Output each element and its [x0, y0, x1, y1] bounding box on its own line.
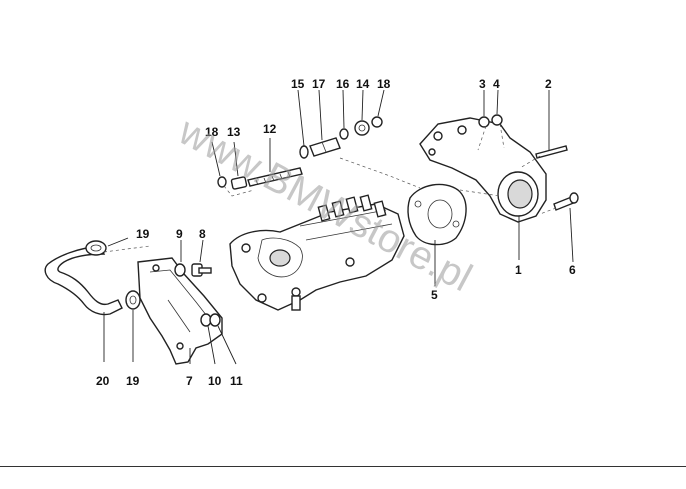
washer-part-3 — [478, 116, 490, 128]
bracket-part-7 — [137, 257, 223, 365]
callout-15: 15 — [291, 77, 305, 91]
callout-7: 7 — [186, 374, 193, 388]
callout-6: 6 — [569, 263, 576, 277]
pin-part-17 — [309, 137, 341, 157]
nut-part-18-left — [217, 176, 227, 188]
callout-11: 11 — [230, 374, 243, 388]
callout-10: 10 — [208, 374, 222, 388]
callout-4: 4 — [493, 77, 500, 91]
bolt-part-8 — [191, 263, 212, 277]
callout-20: 20 — [96, 374, 110, 388]
threaded-rod-part-12 — [247, 167, 303, 187]
callout-12: 12 — [263, 122, 277, 136]
callout-17: 17 — [312, 77, 326, 91]
assembly-lines — [103, 123, 557, 253]
sleeve-part-13 — [230, 176, 248, 190]
callout-16: 16 — [336, 77, 350, 91]
callout-1: 1 — [515, 263, 522, 277]
callout-13: 13 — [227, 125, 241, 139]
hose-clamp-19-lower — [125, 290, 141, 310]
flange-housing-part-1 — [419, 117, 547, 223]
nut-part-18-right — [371, 116, 383, 128]
callout-18-left: 18 — [205, 125, 219, 139]
washer-part-9 — [174, 263, 186, 277]
nut-part-4 — [491, 114, 503, 126]
hose-clamp-19-upper — [85, 240, 107, 256]
callout-8: 8 — [199, 227, 206, 241]
stud-part-2 — [535, 145, 568, 159]
callout-5: 5 — [431, 288, 438, 302]
leader-lines — [103, 89, 574, 365]
bolt-part-6 — [553, 192, 579, 211]
washer-part-16 — [339, 128, 349, 140]
washer-part-15 — [299, 145, 309, 159]
bottom-divider — [0, 466, 686, 467]
callout-2: 2 — [545, 77, 552, 91]
callout-19-lower: 19 — [126, 374, 140, 388]
callout-labels: 20 19 7 10 11 19 9 8 18 13 12 15 17 16 1… — [96, 77, 576, 388]
injection-pump-body — [229, 194, 405, 311]
nut-part-11 — [209, 313, 221, 327]
callout-3: 3 — [479, 77, 486, 91]
bushing-part-14 — [354, 120, 370, 136]
callout-14: 14 — [356, 77, 370, 91]
hose-part-20 — [44, 245, 123, 316]
callout-18-right: 18 — [377, 77, 391, 91]
gasket-part-5 — [407, 183, 467, 246]
callout-19-upper: 19 — [136, 227, 150, 241]
callout-9: 9 — [176, 227, 183, 241]
